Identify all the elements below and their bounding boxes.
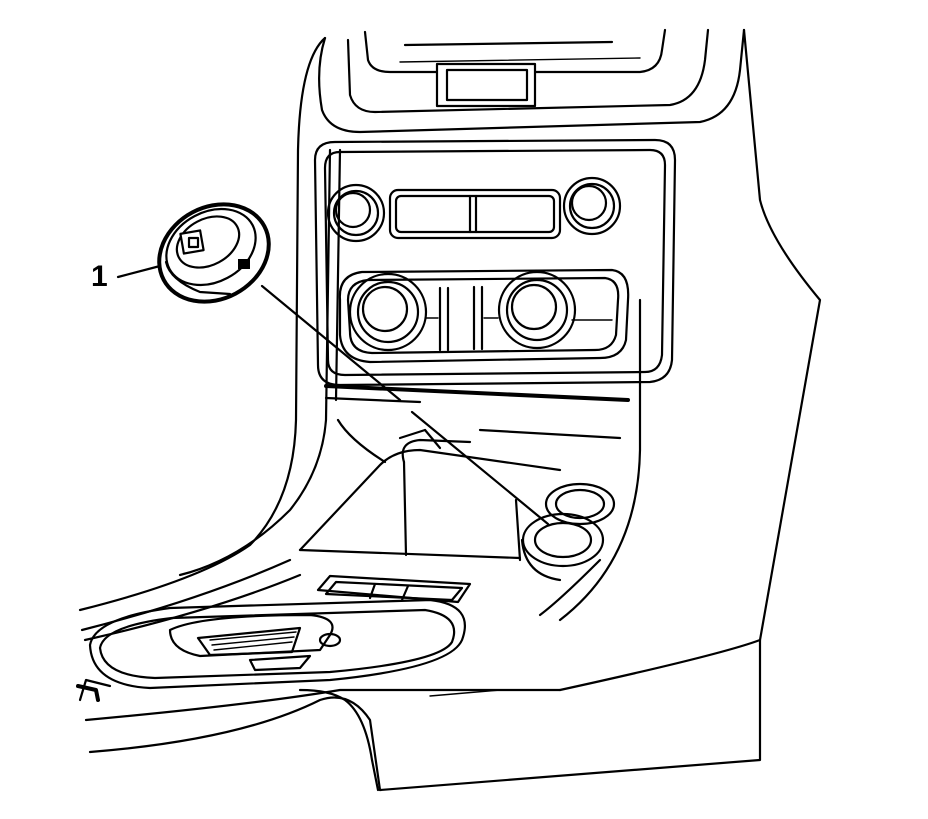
right-small-knob	[562, 176, 622, 236]
upper-dash-vent	[318, 28, 746, 134]
temperature-knob-right	[497, 270, 577, 350]
left-small-knob	[326, 183, 386, 243]
shifter-bezel	[88, 598, 467, 690]
temperature-knob-left	[348, 272, 428, 352]
display-window	[388, 188, 562, 240]
climate-control-panel	[313, 138, 677, 387]
mode-buttons	[349, 285, 613, 352]
callout-number-1: 1	[91, 260, 108, 293]
storage-bin	[298, 418, 562, 562]
switch-bank	[316, 574, 472, 604]
console-right-contours	[538, 28, 822, 692]
power-outlet-receptacle	[520, 482, 616, 582]
trim-strip	[324, 384, 630, 440]
power-outlet-component	[157, 202, 271, 304]
lower-console-body	[76, 638, 762, 792]
leader-line	[116, 264, 550, 526]
